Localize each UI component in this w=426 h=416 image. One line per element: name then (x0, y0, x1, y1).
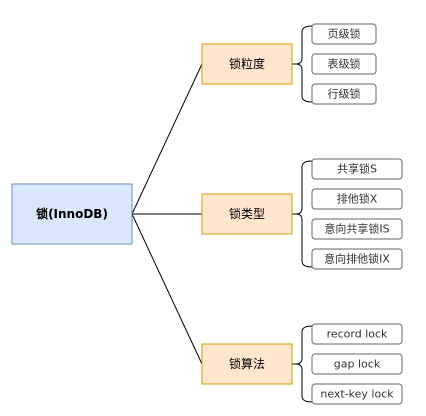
leaf-node-1-1-box (311, 188, 403, 210)
leaf-node-2-2: next-key lock (311, 383, 403, 405)
leaf-node-1-3-label: 意向排他锁IX (324, 252, 390, 266)
leaf-node-0-0-box (311, 23, 377, 45)
edge-root-to-category-0 (131, 63, 203, 215)
category-node-0: 锁粒度 (201, 43, 293, 85)
leaf-node-1-2: 意向共享锁IS (311, 218, 403, 240)
leaf-node-1-0-box (311, 158, 403, 180)
category-node-1: 锁类型 (201, 193, 293, 235)
leaf-node-1-1: 排他锁X (311, 188, 403, 210)
leaf-node-0-2-box (311, 83, 377, 105)
root-node-box (11, 183, 133, 245)
leaf-node-2-2-label: next-key lock (320, 388, 394, 401)
category-node-2-box (201, 343, 293, 385)
leaf-node-2-1: gap lock (311, 353, 403, 375)
leaf-node-1-0: 共享锁S (311, 158, 403, 180)
leaf-node-1-1-label: 排他锁X (337, 192, 378, 206)
brace-2 (295, 325, 313, 403)
connector-edges (131, 63, 203, 365)
leaf-node-1-2-box (311, 218, 403, 240)
leaf-node-2-2-box (311, 383, 403, 405)
brace-1 (295, 160, 313, 268)
category-node-2-label: 锁算法 (229, 356, 265, 371)
leaf-node-0-1-label: 表级锁 (328, 57, 361, 71)
leaf-node-2-0-box (311, 323, 403, 345)
leaf-node-2-0-label: record lock (327, 328, 388, 341)
leaf-node-0-2: 行级锁 (311, 83, 377, 105)
leaf-node-0-1: 表级锁 (311, 53, 377, 75)
brace-0 (295, 25, 313, 103)
category-node-1-box (201, 193, 293, 235)
leaf-node-0-1-box (311, 53, 377, 75)
root-node-label: 锁(InnoDB) (36, 206, 108, 221)
leaf-node-0-2-label: 行级锁 (328, 87, 361, 101)
category-node-0-label: 锁粒度 (229, 56, 265, 71)
leaf-node-0-0: 页级锁 (311, 23, 377, 45)
root-node: 锁(InnoDB) (11, 183, 133, 245)
category-node-2: 锁算法 (201, 343, 293, 385)
leaf-node-1-3: 意向排他锁IX (311, 248, 403, 270)
leaf-node-1-3-box (311, 248, 403, 270)
category-node-0-box (201, 43, 293, 85)
leaf-node-2-0: record lock (311, 323, 403, 345)
leaf-node-2-1-box (311, 353, 403, 375)
leaf-node-0-0-label: 页级锁 (328, 27, 361, 41)
bracket-edges (292, 25, 313, 403)
leaf-node-1-2-label: 意向共享锁IS (324, 222, 389, 236)
leaf-node-1-0-label: 共享锁S (337, 162, 377, 176)
leaf-node-2-1-label: gap lock (334, 358, 381, 371)
edge-root-to-category-2 (131, 213, 203, 365)
category-node-1-label: 锁类型 (229, 206, 265, 221)
